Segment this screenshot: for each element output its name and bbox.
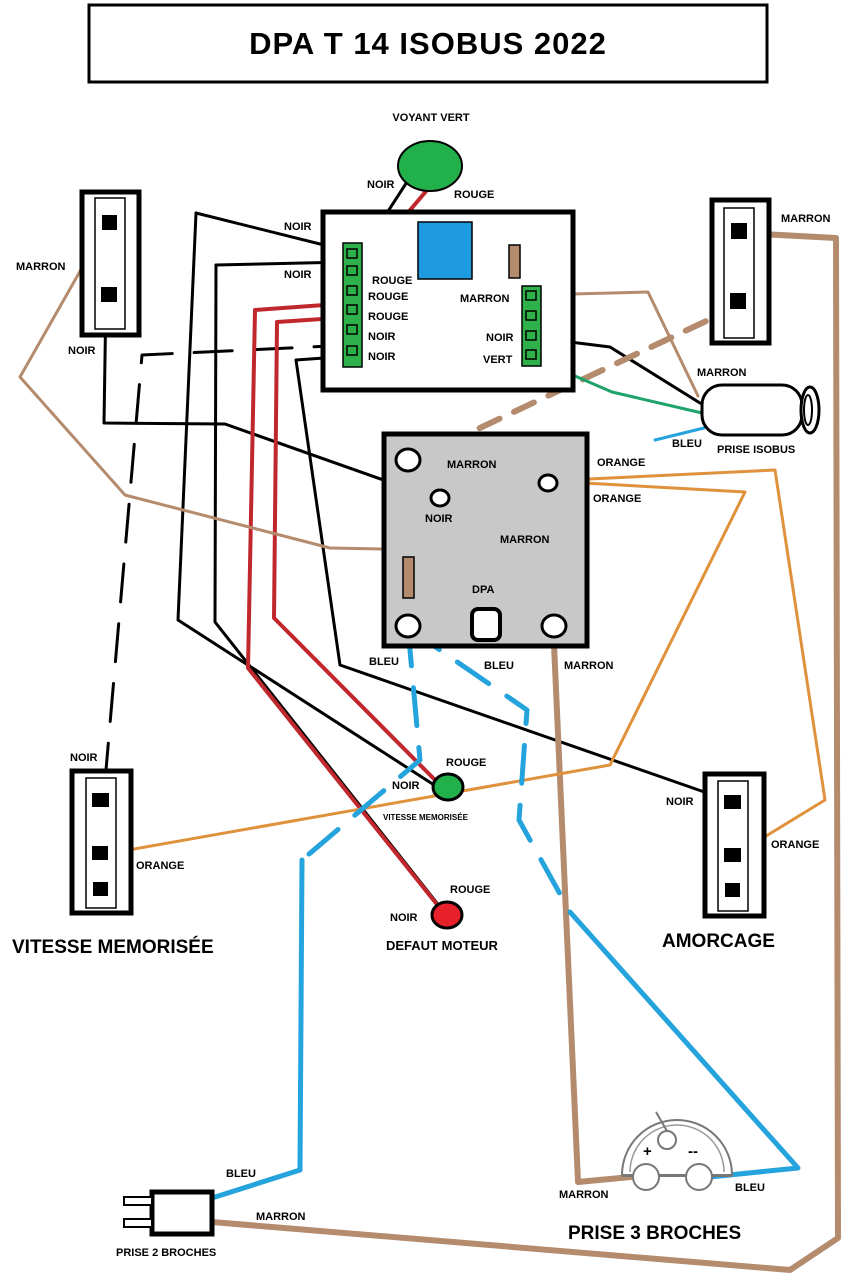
prise2-bleu: BLEU	[226, 1168, 256, 1180]
dpa-terminal-marron	[394, 447, 422, 473]
top-right-marron: MARRON	[781, 213, 831, 225]
prise3-plus: +	[643, 1143, 652, 1160]
connector-amorcage	[702, 771, 767, 919]
terminal-vert: VERT	[483, 354, 513, 366]
prise-3-broches-title: PRISE 3 BROCHES	[568, 1223, 741, 1244]
dpa-noir: NOIR	[425, 513, 453, 525]
dpa-orange-1: ORANGE	[597, 457, 645, 469]
dpa-terminal-marron-2	[540, 613, 568, 639]
terminal-rouge-1: ROUGE	[372, 275, 412, 287]
dpa-marron-1: MARRON	[447, 459, 497, 471]
isobus-label: PRISE ISOBUS	[717, 444, 795, 456]
dpa-fuse	[402, 556, 415, 599]
prise2-marron: MARRON	[256, 1211, 306, 1223]
vitesse-noir: NOIR	[70, 752, 98, 764]
prise-3-broches	[620, 1111, 734, 1191]
isobus-marron: MARRON	[697, 367, 747, 379]
dpa-terminal-orange	[537, 473, 559, 493]
defaut-moteur-led	[430, 900, 464, 930]
prise-2-broches	[123, 1189, 215, 1237]
vitesse-orange: ORANGE	[136, 860, 184, 872]
vitesse-led	[431, 772, 465, 802]
amorcage-noir: NOIR	[666, 796, 694, 808]
orange-wires	[98, 468, 827, 857]
connector-top-right	[709, 197, 772, 346]
voyant-noir-label: NOIR	[367, 179, 395, 191]
title-box	[87, 3, 769, 84]
vitesse-led-label: VITESSE MEMORISÉE	[383, 813, 469, 822]
prise3-minus: --	[688, 1143, 698, 1160]
dpa-terminal-bleu	[394, 613, 422, 639]
connector-top-left	[79, 189, 142, 338]
page-title: DPA T 14 ISOBUS 2022	[249, 26, 607, 61]
defaut-rouge: ROUGE	[450, 884, 490, 896]
isobus-bleu: BLEU	[672, 438, 702, 450]
voyant-vert-led	[397, 140, 463, 192]
dpa-switch	[470, 607, 502, 642]
terminal-rouge-3: ROUGE	[368, 311, 408, 323]
dpa-marron-3: MARRON	[564, 660, 614, 672]
terminal-strip-right	[521, 285, 542, 367]
top-left-noir: NOIR	[68, 345, 96, 357]
prise3-marron: MARRON	[559, 1189, 609, 1201]
relay-blue-block	[417, 221, 473, 280]
left-noir-1: NOIR	[284, 221, 312, 233]
dpa-box	[381, 431, 590, 649]
dpa-bleu-1: BLEU	[369, 656, 399, 668]
amorcage-orange: ORANGE	[771, 839, 819, 851]
top-left-marron: MARRON	[16, 261, 66, 273]
prise3-bleu: BLEU	[735, 1182, 765, 1194]
prise-2-broches-label: PRISE 2 BROCHES	[116, 1247, 216, 1259]
vitesse-led-noir: NOIR	[392, 780, 420, 792]
terminal-rouge-2: ROUGE	[368, 291, 408, 303]
dpa-terminal-noir	[429, 488, 451, 508]
dpa-orange-2: ORANGE	[593, 493, 641, 505]
vitesse-led-rouge: ROUGE	[446, 757, 486, 769]
fuse	[508, 244, 521, 279]
defaut-moteur-label: DEFAUT MOTEUR	[386, 938, 499, 953]
voyant-vert-label: VOYANT VERT	[392, 112, 470, 124]
dpa-marron-2: MARRON	[500, 534, 550, 546]
left-noir-2: NOIR	[284, 269, 312, 281]
connector-vitesse	[69, 768, 134, 916]
terminal-noir-right: NOIR	[486, 332, 514, 344]
dpa-label: DPA	[472, 584, 494, 596]
terminal-noir-2: NOIR	[368, 351, 396, 363]
terminal-noir-1: NOIR	[368, 331, 396, 343]
vitesse-memorisee-title: VITESSE MEMORISÉE	[12, 936, 214, 958]
defaut-noir: NOIR	[390, 912, 418, 924]
dpa-bleu-2: BLEU	[484, 660, 514, 672]
terminal-marron: MARRON	[460, 293, 510, 305]
isobus-plug	[700, 383, 821, 437]
voyant-rouge-label: ROUGE	[454, 189, 494, 201]
amorcage-title: AMORCAGE	[662, 931, 775, 952]
control-box	[320, 209, 576, 393]
